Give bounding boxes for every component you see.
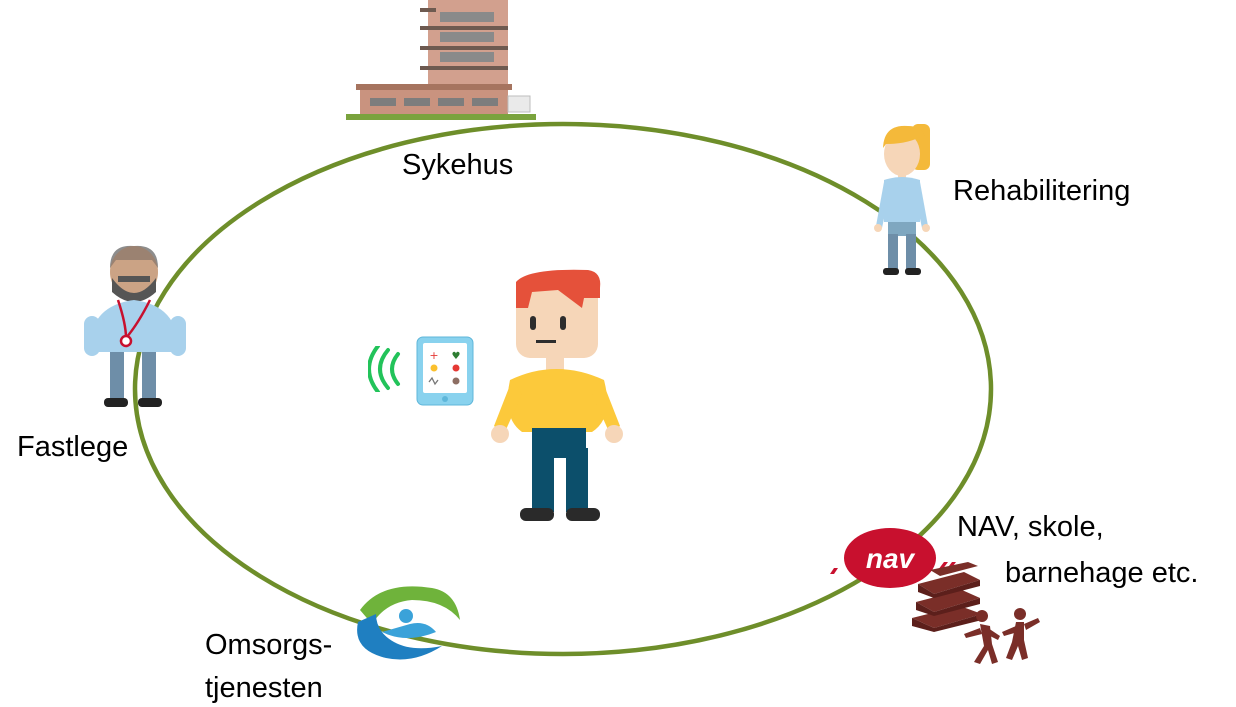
label-nav-line2: barnehage etc. [1005, 557, 1199, 589]
health-tablet-icon: + ♥ [416, 336, 474, 406]
label-fastlege: Fastlege [17, 431, 129, 463]
label-sykehus: Sykehus [402, 149, 514, 181]
nav-logo-icon: nav [830, 528, 956, 588]
books-icon [912, 562, 982, 632]
wireless-signal-icon [368, 346, 400, 392]
rehab-therapist-icon [874, 124, 930, 275]
hospital-building-icon [346, 0, 536, 120]
label-omsorgstjenesten-line2: tjenesten [205, 672, 323, 704]
label-rehabilitering: Rehabilitering [953, 175, 1131, 207]
svg-text:+: + [429, 349, 438, 362]
caring-hands-icon [357, 586, 460, 660]
general-practitioner-icon [84, 245, 186, 407]
label-nav-line1: NAV, skole, [957, 511, 1104, 543]
nav-logo-text: nav [866, 543, 916, 574]
patient-figure-icon [491, 269, 623, 521]
playing-children-icon [964, 608, 1040, 664]
svg-text:♥: ♥ [452, 351, 461, 362]
label-omsorgstjenesten-line1: Omsorgs- [205, 629, 333, 661]
